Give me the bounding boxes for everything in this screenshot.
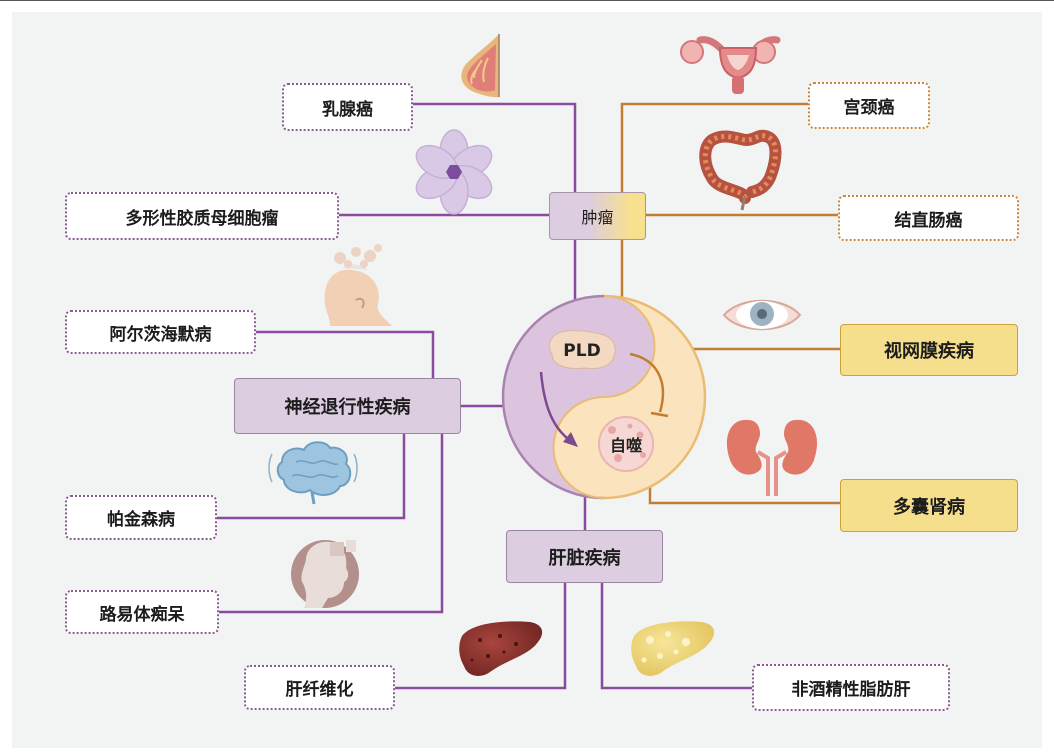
neurodegenerative-hub: 神经退行性疾病 (234, 378, 461, 434)
polycystic-kidney-box: 多囊肾病 (840, 479, 1018, 532)
nafld-box: 非酒精性脂肪肝 (752, 664, 950, 711)
lewy-body-dementia-box: 路易体痴呆 (65, 590, 219, 634)
tumor-hub: 肿瘤 (549, 192, 646, 240)
breast-cancer-box: 乳腺癌 (282, 83, 413, 131)
autophagy-label: 自噬 (600, 432, 652, 456)
kidney-icon (727, 420, 817, 496)
line-alzheimer (256, 332, 433, 378)
alzheimer-box: 阿尔茨海默病 (65, 310, 256, 354)
line-pkd (650, 487, 840, 503)
fatty-liver-icon (631, 621, 714, 676)
brain-icon (269, 442, 357, 504)
glioblastoma-box: 多形性胶质母细胞瘤 (65, 192, 339, 240)
fibrotic-liver-icon (459, 621, 542, 676)
puzzle-head-icon (291, 540, 359, 608)
colon-icon (705, 136, 775, 210)
glioblastoma-icon (411, 130, 498, 214)
uterus-icon (681, 40, 777, 94)
pld-label: PLD (555, 338, 609, 364)
eye-icon (724, 301, 800, 330)
liver-fibrosis-box: 肝纤维化 (244, 665, 395, 710)
colorectal-cancer-box: 结直肠癌 (838, 195, 1019, 241)
breast-icon (461, 34, 499, 97)
cervical-cancer-box: 宫颈癌 (808, 82, 930, 129)
liver-disease-hub: 肝脏疾病 (506, 530, 663, 583)
yin-yang (503, 296, 705, 498)
retinal-disease-box: 视网膜疾病 (840, 324, 1018, 376)
head-icon (325, 244, 392, 326)
parkinson-box: 帕金森病 (65, 495, 217, 540)
